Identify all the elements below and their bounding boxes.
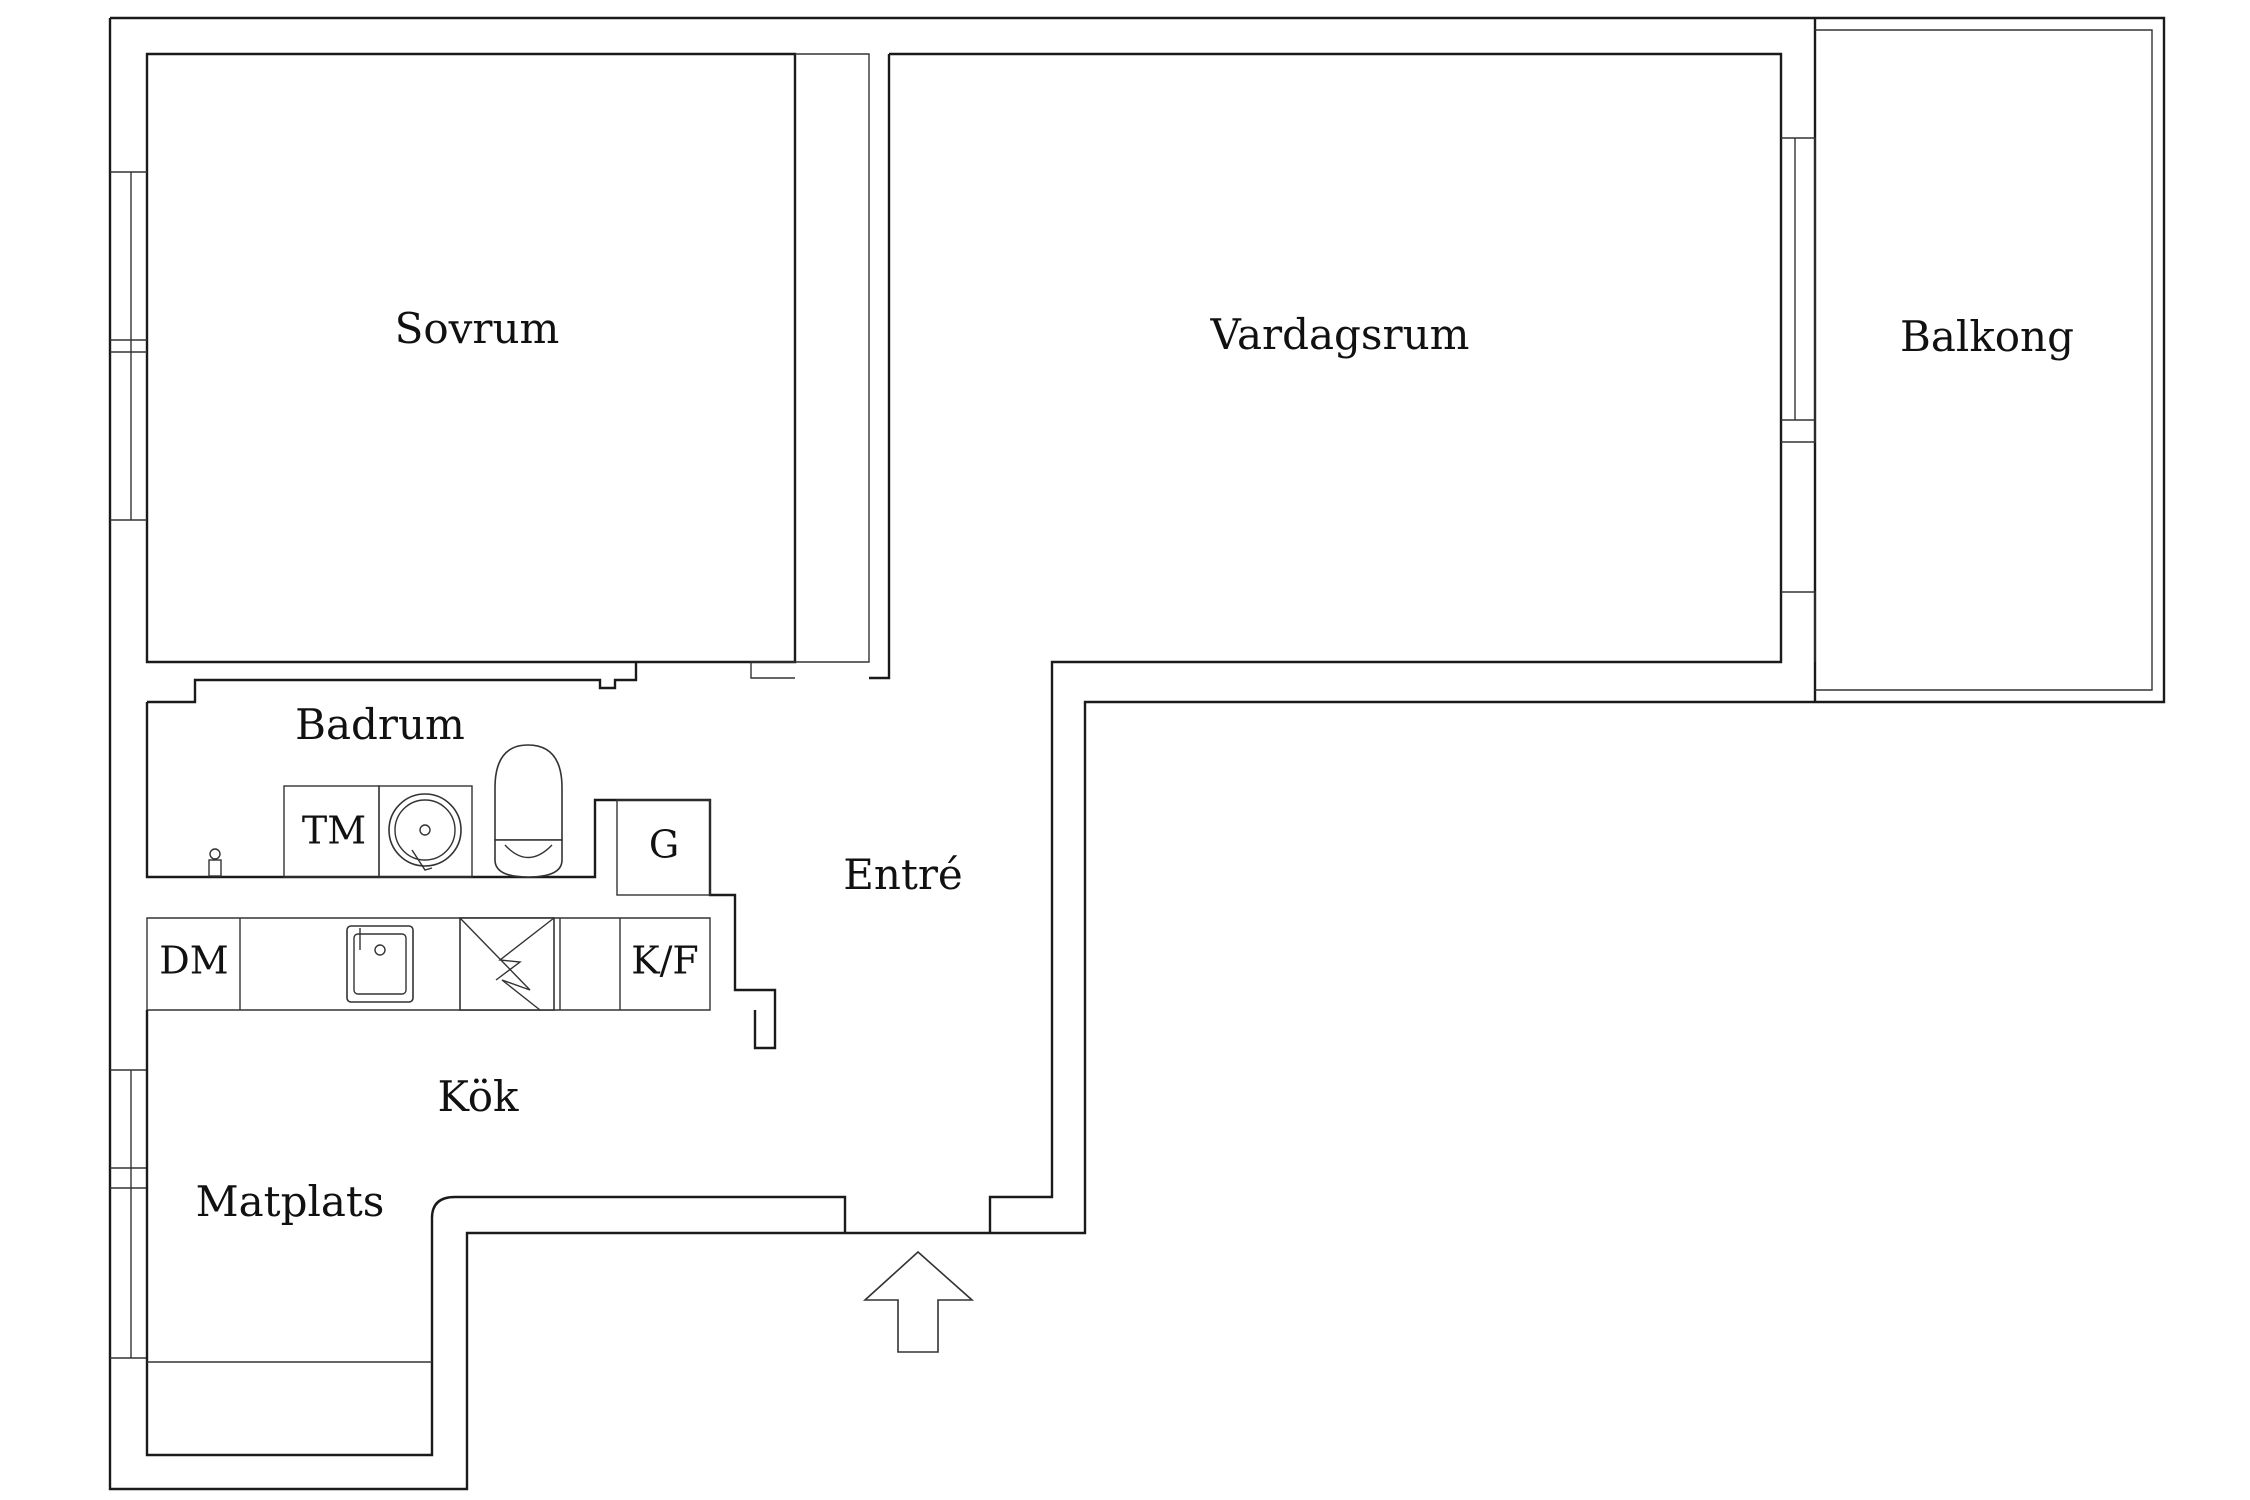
room-label-badrum: Badrum bbox=[295, 700, 465, 749]
kitchen-inner-wall bbox=[145, 1010, 847, 1457]
balcony-door bbox=[1781, 137, 1816, 662]
fixture-label-g: G bbox=[649, 823, 679, 867]
fixture-label-dm: DM bbox=[159, 939, 228, 983]
room-label-balkong: Balkong bbox=[1900, 312, 2074, 361]
bedroom-window bbox=[110, 171, 147, 521]
kitchen-sink-icon bbox=[346, 925, 414, 1003]
fixture-label-tm: TM bbox=[302, 809, 366, 853]
balcony-outline bbox=[1815, 29, 2153, 691]
storage-box-g bbox=[616, 799, 711, 896]
room-label-vardagsrum: Vardagsrum bbox=[1210, 310, 1470, 359]
living-room-walls bbox=[869, 52, 1783, 1233]
bedroom-closet bbox=[750, 53, 870, 679]
washbasin-icon bbox=[388, 793, 462, 871]
room-label-entre: Entré bbox=[843, 850, 963, 899]
kitchen-window bbox=[110, 1069, 147, 1359]
kitchen-counter bbox=[146, 917, 711, 1011]
fixture-label-kf: K/F bbox=[631, 939, 699, 983]
entrance-arrow-icon bbox=[862, 1250, 975, 1353]
floor-drain-icon bbox=[208, 848, 222, 877]
stove-icon bbox=[459, 917, 555, 1011]
room-label-sovrum: Sovrum bbox=[395, 304, 560, 353]
toilet-icon bbox=[494, 744, 563, 878]
room-label-matplats: Matplats bbox=[196, 1177, 385, 1226]
bedroom-walls bbox=[145, 52, 797, 664]
room-label-kok: Kök bbox=[438, 1072, 520, 1121]
outer-wall bbox=[108, 16, 2166, 1491]
basin-cabinet bbox=[378, 785, 473, 878]
